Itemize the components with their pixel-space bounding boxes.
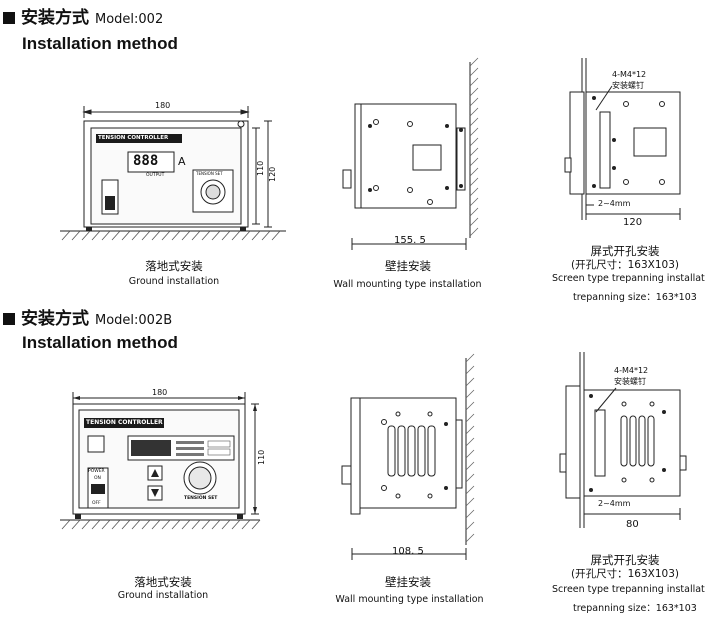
m002b-wall-caption-en: Wall mounting type installation [335,594,484,605]
section2-title-en: Installation method [22,333,178,352]
m002b-panel-caption-zh: 屏式开孔安装 [590,553,660,567]
m002b-screw-label-zh: 安装螺钉 [614,377,646,386]
m002-front-height-outer-dim: 120 [268,166,277,182]
m002-panel-trepanning: trepanning size：163*103 [573,292,697,303]
m002-wall-caption-en: Wall mounting type installation [333,279,482,290]
m002-panel-depth-dim: 120 [623,217,643,228]
m002b-wall-depth-dim: 108. 5 [392,546,424,557]
m002-knob-label: TENSION SET [196,171,223,176]
m002-front-width-dim: 180 [155,101,171,110]
section2-model: Model:002B [95,313,173,328]
m002b-on-label: ON [94,476,101,481]
section1-model: Model:002 [95,12,164,27]
m002-panel-cutout-zh: (开孔尺寸：163X103) [571,259,679,271]
section2-title: 安装方式 Model:002B [3,309,172,331]
m002-screw-label-zh: 安装螺钉 [612,81,644,90]
m002b-panel-caption-en: Screen type trepanning installat [552,584,705,595]
section2-title-zh: 安装方式 [21,309,89,329]
m002b-front-width-dim: 180 [152,388,168,397]
m002b-panel-depth-dim: 80 [626,519,639,530]
section1-title: 安装方式 Model:002 [3,8,163,30]
section1-title-zh: 安装方式 [21,8,89,28]
m002-gap-dim: 2~4mm [598,199,631,208]
m002-front-caption-zh: 落地式安装 [145,259,203,273]
m002b-wall-caption-zh: 壁挂安装 [385,575,431,589]
m002-panel-caption-en: Screen type trepanning installat [552,273,705,284]
m002-output-label: OUTPUT [146,173,165,178]
m002b-panel-trepanning: trepanning size：163*103 [573,603,697,614]
m002b-panel-cutout-zh: (开孔尺寸：163X103) [571,568,679,580]
m002-front-height-inner-dim: 110 [256,160,265,176]
m002-wall-depth-dim: 155. 5 [394,235,426,246]
m002b-screw-label: 4-M4*12 [614,366,649,375]
m002b-front-caption-en: Ground installation [117,590,209,601]
m002b-power-label: POWER [88,469,105,474]
bullet-square-icon [3,12,15,24]
m002b-knob-label: TENSION SET [184,496,218,501]
m002b-off-label: OFF [92,501,101,506]
m002-screw-label: 4-M4*12 [612,70,647,79]
m002-wall-caption-zh: 壁挂安装 [385,259,431,273]
m002b-front-caption-zh: 落地式安装 [134,575,192,589]
m002-panel-caption-zh: 屏式开孔安装 [590,244,660,258]
section1-title-en: Installation method [22,34,178,53]
m002b-brand-label: TENSION CONTROLLER [86,419,163,426]
m002b-gap-dim: 2~4mm [598,499,631,508]
m002-display-unit: A [178,155,186,168]
m002-front-caption-en: Ground installation [128,276,220,287]
m002-brand-label: TENSION CONTROLLER [98,135,169,141]
bullet-square-icon [3,313,15,325]
m002-display: 888 [133,153,159,169]
m002b-front-height-dim: 110 [257,449,266,465]
